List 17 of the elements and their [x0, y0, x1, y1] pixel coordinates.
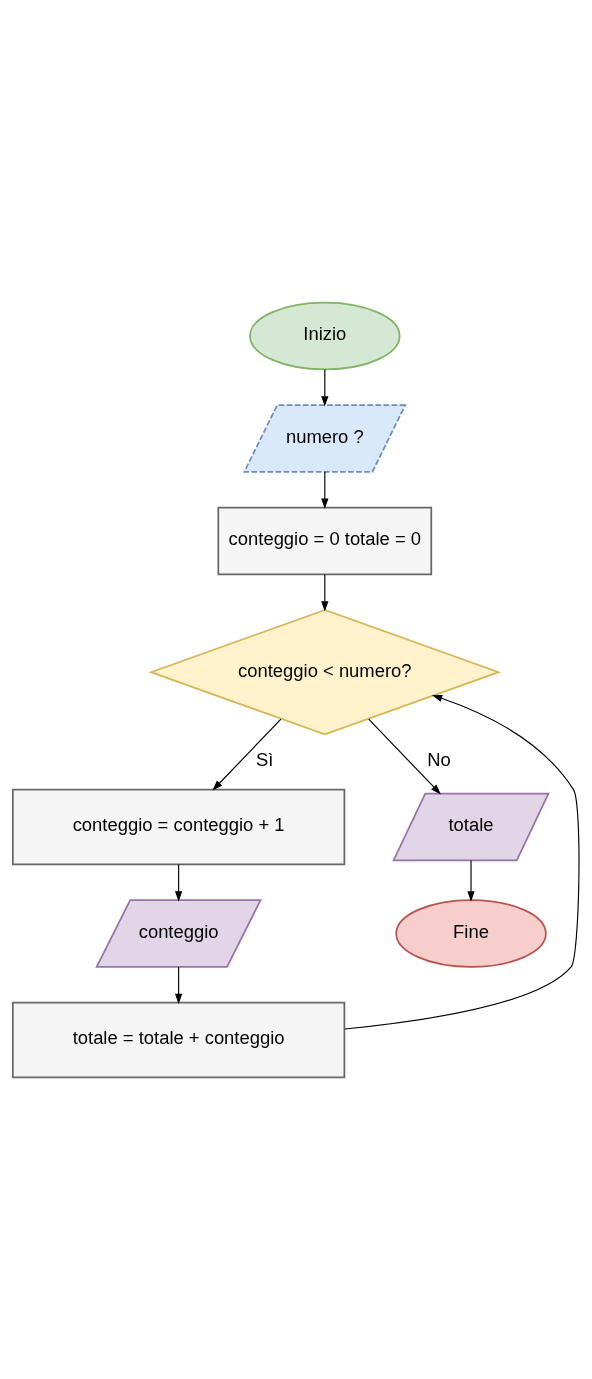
arrow: [212, 718, 282, 791]
arrow: [321, 573, 329, 612]
node-ellipse: Fine: [395, 898, 547, 968]
node-ellipse: Inizio: [249, 301, 401, 370]
arrow: [321, 368, 329, 407]
arrow: [321, 470, 329, 509]
arrow: [174, 863, 183, 902]
edge-label: No: [427, 748, 451, 770]
arrow: [174, 965, 183, 1004]
arrow: [467, 859, 475, 902]
node-diamond: conteggio < numero?: [148, 608, 502, 735]
arrow: [344, 694, 580, 1030]
node-box: conteggio = 0 totale = 0: [217, 506, 433, 575]
edge-label: Sì: [256, 748, 274, 770]
node-box: totale = totale + conteggio: [11, 1001, 346, 1078]
node-box: conteggio = conteggio + 1: [11, 788, 346, 865]
arrow: [368, 718, 441, 794]
